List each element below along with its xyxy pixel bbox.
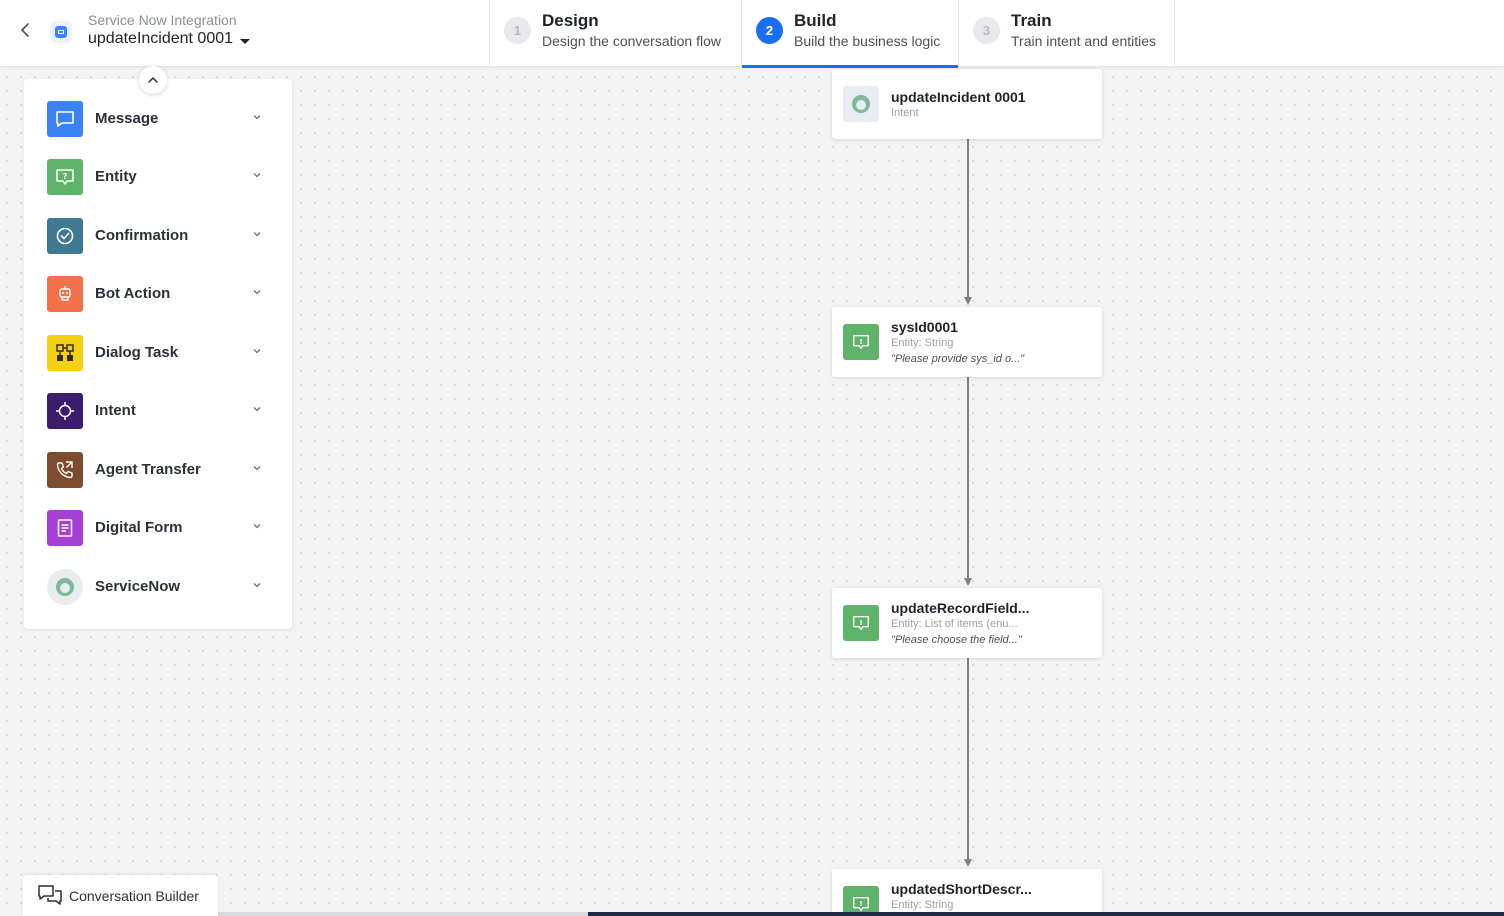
chevron-down-icon: [253, 232, 261, 237]
palette-item-label: Agent Transfer: [95, 461, 201, 478]
task-selector[interactable]: updateIncident 0001: [88, 30, 251, 48]
app-name: Service Now Integration: [88, 12, 237, 28]
palette-item-label: Dialog Task: [95, 344, 179, 361]
form-icon: [47, 510, 83, 546]
task-name: updateIncident 0001: [88, 30, 234, 47]
flow-node-entity[interactable]: ! updateRecordField... Entity: List of i…: [832, 588, 1102, 658]
agent-transfer-icon: [47, 452, 83, 488]
palette-item-dialog-task[interactable]: Dialog Task: [24, 331, 292, 375]
chevron-down-icon: [253, 173, 261, 178]
back-arrow-icon[interactable]: [16, 20, 36, 40]
horizontal-scrollbar-thumb[interactable]: [588, 912, 1504, 916]
entity-icon: !: [843, 605, 879, 641]
palette-item-agent-transfer[interactable]: Agent Transfer: [24, 448, 292, 492]
step-subtitle: Build the business logic: [794, 33, 941, 49]
step-divider: [1174, 0, 1175, 67]
node-type: Entity: String: [891, 337, 954, 349]
chevron-up-icon: [148, 77, 158, 83]
flow-node-intent[interactable]: updateIncident 0001 Intent: [832, 69, 1102, 139]
step-title: Train: [1011, 11, 1052, 30]
step-number: 1: [504, 17, 531, 44]
chevron-down-icon: [253, 115, 261, 120]
node-type: Intent: [891, 107, 919, 119]
flow-node-entity[interactable]: ! sysId0001 Entity: String "Please provi…: [832, 307, 1102, 377]
dialog-task-icon: [47, 335, 83, 371]
chevron-down-icon: [253, 583, 261, 588]
chevron-down-icon: [253, 407, 261, 412]
node-title: sysId0001: [891, 319, 958, 335]
entity-icon: !: [843, 324, 879, 360]
svg-text:!: !: [859, 899, 862, 908]
palette-item-digital-form[interactable]: Digital Form: [24, 506, 292, 550]
caret-down-icon: [240, 38, 251, 44]
step-number: 3: [973, 17, 1000, 44]
step-subtitle: Train intent and entities: [1011, 33, 1157, 49]
chevron-down-icon: [253, 524, 261, 529]
palette-item-intent[interactable]: Intent: [24, 389, 292, 433]
flow-connector: [967, 377, 969, 580]
node-title: updatedShortDescr...: [891, 881, 1032, 897]
flow-connector: [967, 139, 969, 299]
entity-icon: !: [843, 886, 879, 916]
palette-item-label: Confirmation: [95, 227, 189, 244]
step-design[interactable]: 1 Design Design the conversation flow: [489, 0, 741, 67]
palette-item-entity[interactable]: ? Entity: [24, 155, 292, 199]
node-prompt: "Please provide sys_id o...": [891, 353, 1025, 365]
conversation-builder-tab[interactable]: Conversation Builder: [23, 875, 218, 916]
flow-node-entity[interactable]: ! updatedShortDescr... Entity: String: [832, 869, 1102, 916]
step-subtitle: Design the conversation flow: [542, 33, 721, 49]
chevron-down-icon: [253, 290, 261, 295]
footer-tab-label: Conversation Builder: [69, 888, 199, 904]
palette-item-label: Entity: [95, 168, 137, 185]
node-title: updateRecordField...: [891, 600, 1030, 616]
palette-item-label: Intent: [95, 402, 136, 419]
palette-item-message[interactable]: Message: [24, 97, 292, 141]
intent-icon: [47, 393, 83, 429]
step-build[interactable]: 2 Build Build the business logic: [741, 0, 958, 68]
palette-item-label: Digital Form: [95, 519, 183, 536]
chevron-down-icon: [253, 466, 261, 471]
palette-item-confirmation[interactable]: Confirmation: [24, 214, 292, 258]
node-prompt: "Please choose the field...": [891, 634, 1022, 646]
message-icon: [47, 101, 83, 137]
check-circle-icon: [47, 218, 83, 254]
step-train[interactable]: 3 Train Train intent and entities: [958, 0, 1174, 67]
palette-item-label: ServiceNow: [95, 578, 181, 595]
node-type: Entity: String: [891, 899, 954, 911]
flow-connector: [967, 658, 969, 861]
arrow-down-icon: [964, 859, 972, 867]
step-title: Design: [542, 11, 599, 30]
svg-text:!: !: [859, 337, 862, 346]
step-title: Build: [794, 11, 837, 30]
svg-text:!: !: [859, 618, 862, 627]
app-logo-icon: [50, 21, 72, 43]
chat-bubbles-icon: [38, 885, 62, 905]
palette-item-servicenow[interactable]: ServiceNow: [24, 565, 292, 609]
node-title: updateIncident 0001: [891, 89, 1026, 105]
bot-icon: [47, 276, 83, 312]
servicenow-icon: [47, 569, 83, 605]
entity-icon: ?: [47, 159, 83, 195]
arrow-down-icon: [964, 578, 972, 586]
palette-item-label: Message: [95, 110, 159, 127]
palette-item-label: Bot Action: [95, 285, 171, 302]
palette-item-bot-action[interactable]: Bot Action: [24, 272, 292, 316]
svg-text:?: ?: [63, 172, 68, 181]
collapse-palette-button[interactable]: [139, 66, 167, 94]
servicenow-icon: [843, 86, 879, 122]
horizontal-scrollbar-track[interactable]: [72, 912, 588, 916]
top-header: Service Now Integration updateIncident 0…: [0, 0, 1504, 68]
step-number: 2: [756, 17, 783, 44]
node-type: Entity: List of items (enu...: [891, 618, 1018, 630]
arrow-down-icon: [964, 297, 972, 305]
chevron-down-icon: [253, 349, 261, 354]
